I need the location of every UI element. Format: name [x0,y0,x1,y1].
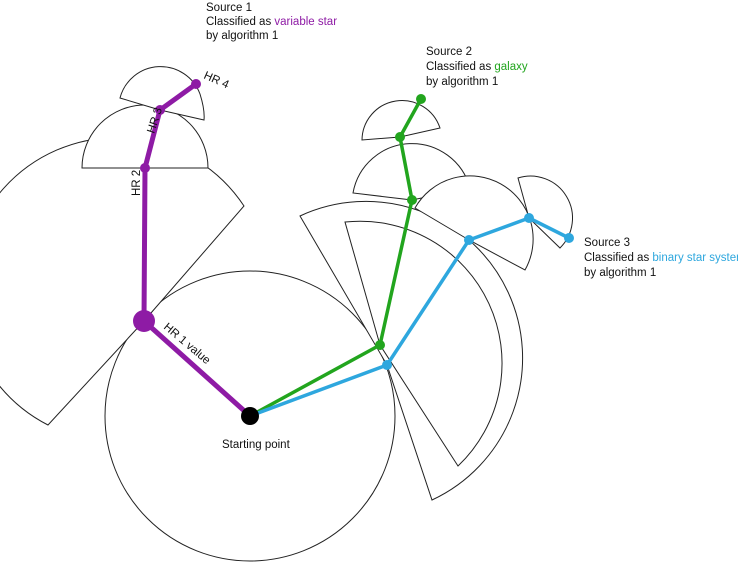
sector-hr3-source2 [361,99,441,141]
source2-annotation: Source 2 Classified as galaxy by algorit… [426,46,528,88]
source2-node-hr3 [395,132,405,142]
source3-algorithm: by algorithm 1 [584,267,656,279]
sector-hr3-source1 [119,66,205,121]
hr4-label: HR 4 [202,70,231,92]
source2-class-name: galaxy [494,61,527,73]
source2-classified-prefix: Classified as [426,61,494,73]
source2-node-hr4 [416,94,426,104]
source3-node-hr2 [464,235,474,245]
source3-classification: Classified as binary star system [584,252,738,264]
source1-node-hr3 [155,105,165,115]
source1-branch [133,79,253,419]
source1-node-hr2 [140,163,150,173]
source2-classification: Classified as galaxy [426,61,528,73]
source1-node-hr4 [191,79,201,89]
sector-outlines [0,66,573,562]
source2-node-hr2 [407,195,417,205]
source3-node-hr3 [524,213,534,223]
source2-title: Source 2 [426,46,472,58]
source3-classified-prefix: Classified as [584,252,652,264]
source3-node-hr1 [382,360,392,370]
source3-class-name: binary star system [652,252,738,264]
sector-source2-3-inner [344,220,503,467]
source1-annotation: Source 1 Classified as variable star by … [206,2,337,42]
source1-classification: Classified as variable star [206,16,337,28]
source2-node-hr1 [375,340,385,350]
source1-class-name: variable star [274,16,337,28]
source1-title: Source 1 [206,2,252,14]
starting-point-marker [241,407,259,425]
hr2-label: HR 2 [131,170,143,196]
source2-branch [248,94,426,418]
source1-node-hr1 [133,310,155,332]
source3-title: Source 3 [584,237,630,249]
source3-branch [248,213,574,418]
source3-node-hr4 [564,233,574,243]
source2-algorithm: by algorithm 1 [426,76,498,88]
source1-classified-prefix: Classified as [206,16,274,28]
starting-point-label: Starting point [222,439,291,451]
sector-hr2-source3 [414,175,534,271]
source1-algorithm: by algorithm 1 [206,30,278,42]
source3-annotation: Source 3 Classified as binary star syste… [584,237,738,279]
